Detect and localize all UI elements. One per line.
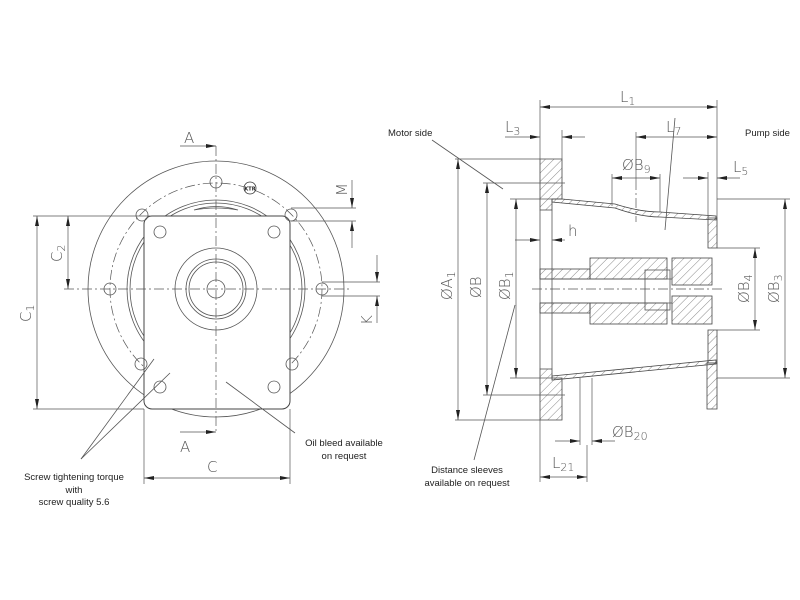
dim-c: C: [207, 458, 217, 476]
pump-flange-bottom: [706, 362, 718, 410]
pump-flange-top: [707, 217, 718, 249]
svg-text:available on request: available on request: [424, 478, 509, 489]
svg-text:on request: on request: [322, 451, 367, 462]
dim-l3: L3: [505, 118, 520, 138]
motor-hub-top: [539, 268, 591, 280]
coupling-spider: [644, 269, 671, 311]
dim-a1: ØA1: [438, 271, 458, 300]
motor-hub-bottom: [539, 302, 591, 314]
dim-c2: C2: [48, 245, 68, 262]
pump-hub-bottom: [671, 295, 713, 325]
dim-b9: ØB9: [622, 156, 651, 176]
note-pump-side: Pump side: [745, 128, 790, 139]
dim-b20: ØB20: [612, 423, 648, 443]
dim-b: ØB: [467, 276, 485, 298]
dim-b4: ØB4: [735, 274, 755, 303]
coupling-hub-bottom: [589, 302, 668, 325]
coupling-hub-top: [589, 257, 668, 280]
motor-plate: [143, 215, 291, 410]
section-view: L1 L3 L7 ØB9 L5 h ØA1 ØB: [388, 88, 790, 489]
dim-l1: L1: [620, 88, 635, 108]
section-mark-a-top: A: [184, 129, 194, 147]
svg-text:KTR: KTR: [244, 187, 255, 193]
housing-wall-bottom: [551, 359, 717, 381]
plate-holes: [153, 225, 281, 394]
housing-wall-top: [551, 198, 717, 221]
section-mark-a-bottom: A: [180, 438, 190, 456]
dim-c1: C1: [17, 305, 37, 322]
dim-m: M: [333, 183, 351, 196]
oil-bleed-slot: [193, 206, 239, 211]
dim-l7: L7: [666, 118, 681, 138]
pump-hub-top: [671, 257, 713, 286]
svg-text:Oil bleed available: Oil bleed available: [305, 438, 383, 449]
note-screw-torque: Screw tightening torque with screw quali…: [24, 472, 124, 508]
dim-l5: L5: [733, 158, 748, 178]
front-view: KTR A A C C1 C2 M K: [17, 129, 383, 508]
note-distance-sleeves: Distance sleeves available on request: [424, 465, 509, 489]
note-oil-bleed: Oil bleed available on request: [305, 438, 383, 462]
svg-text:Distance sleeves: Distance sleeves: [431, 465, 503, 476]
note-motor-side: Motor side: [388, 128, 432, 139]
dim-b1: ØB1: [496, 271, 516, 300]
dim-h: h: [568, 222, 578, 240]
pump-flange-mid: [707, 329, 718, 364]
ktr-logo: KTR: [243, 181, 257, 195]
svg-text:with: with: [65, 485, 83, 496]
dim-k: K: [358, 315, 376, 325]
svg-text:Screw tightening torque: Screw tightening torque: [24, 472, 124, 483]
dim-b3: ØB3: [765, 274, 785, 303]
svg-text:screw quality 5.6: screw quality 5.6: [39, 497, 110, 508]
dim-l21: L21: [552, 454, 574, 474]
